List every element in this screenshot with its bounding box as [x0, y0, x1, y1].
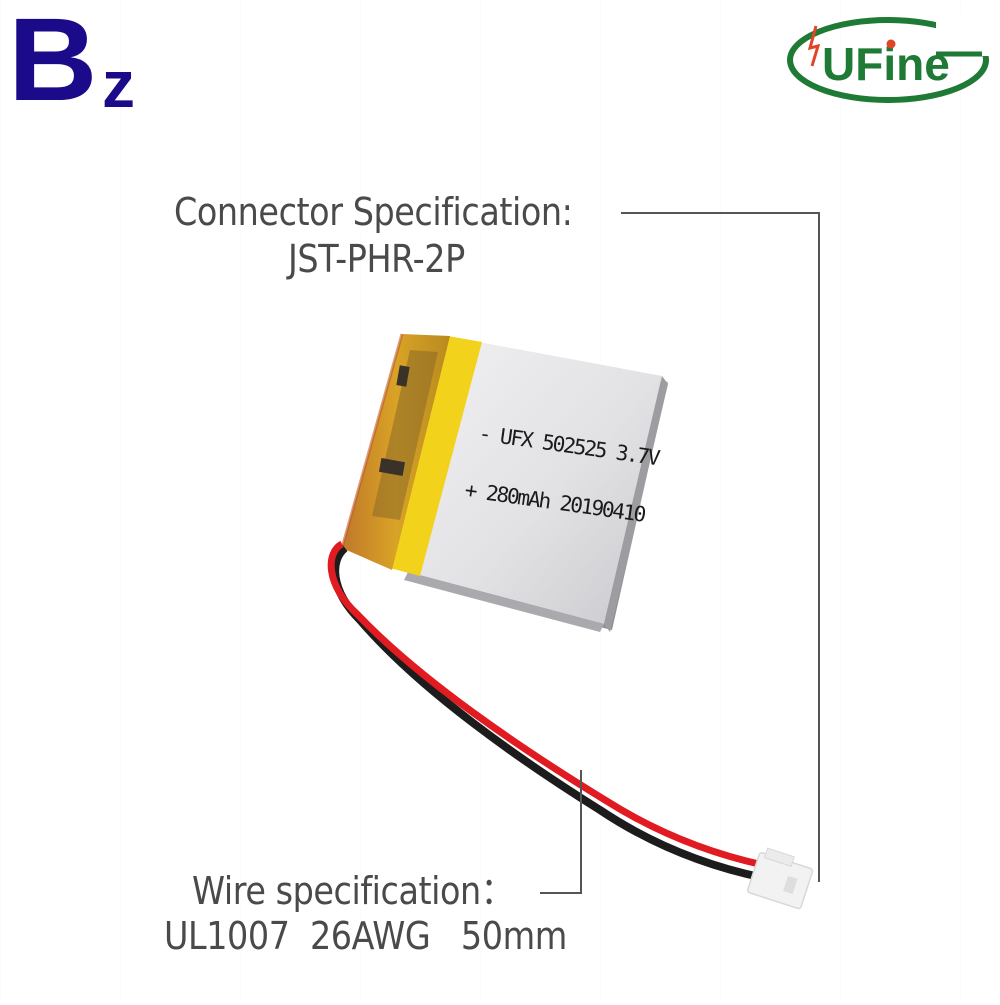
wire-leader-line-horizontal — [540, 892, 582, 894]
bz-logo-letter-b: B — [8, 0, 97, 126]
wire-spec-title: Wire specification： — [192, 869, 514, 913]
wire-leader-line-vertical — [580, 770, 582, 894]
connector-leader-line-horizontal — [621, 212, 820, 214]
lightning-bolt-icon — [807, 25, 821, 67]
jst-connector — [747, 847, 814, 910]
ufine-logo-emblem: UFine — [787, 14, 996, 103]
ufine-logo-dot — [886, 39, 896, 49]
bz-logo-letter-z: z — [102, 47, 135, 121]
wire-spec-value: UL1007 26AWG 50mm — [164, 914, 567, 958]
connector-leader-line-vertical — [818, 212, 820, 882]
connector-spec-value: JST-PHR-2P — [288, 237, 465, 281]
connector-spec-title: Connector Specification: — [174, 190, 573, 234]
bz-logo: B z — [6, 0, 146, 126]
ufine-logo-text: UFine — [822, 38, 950, 90]
battery-cell-face — [408, 340, 662, 624]
positive-wire — [327, 540, 779, 872]
ufine-logo: UFine — [786, 14, 996, 106]
battery-yellow-tape — [390, 336, 482, 576]
